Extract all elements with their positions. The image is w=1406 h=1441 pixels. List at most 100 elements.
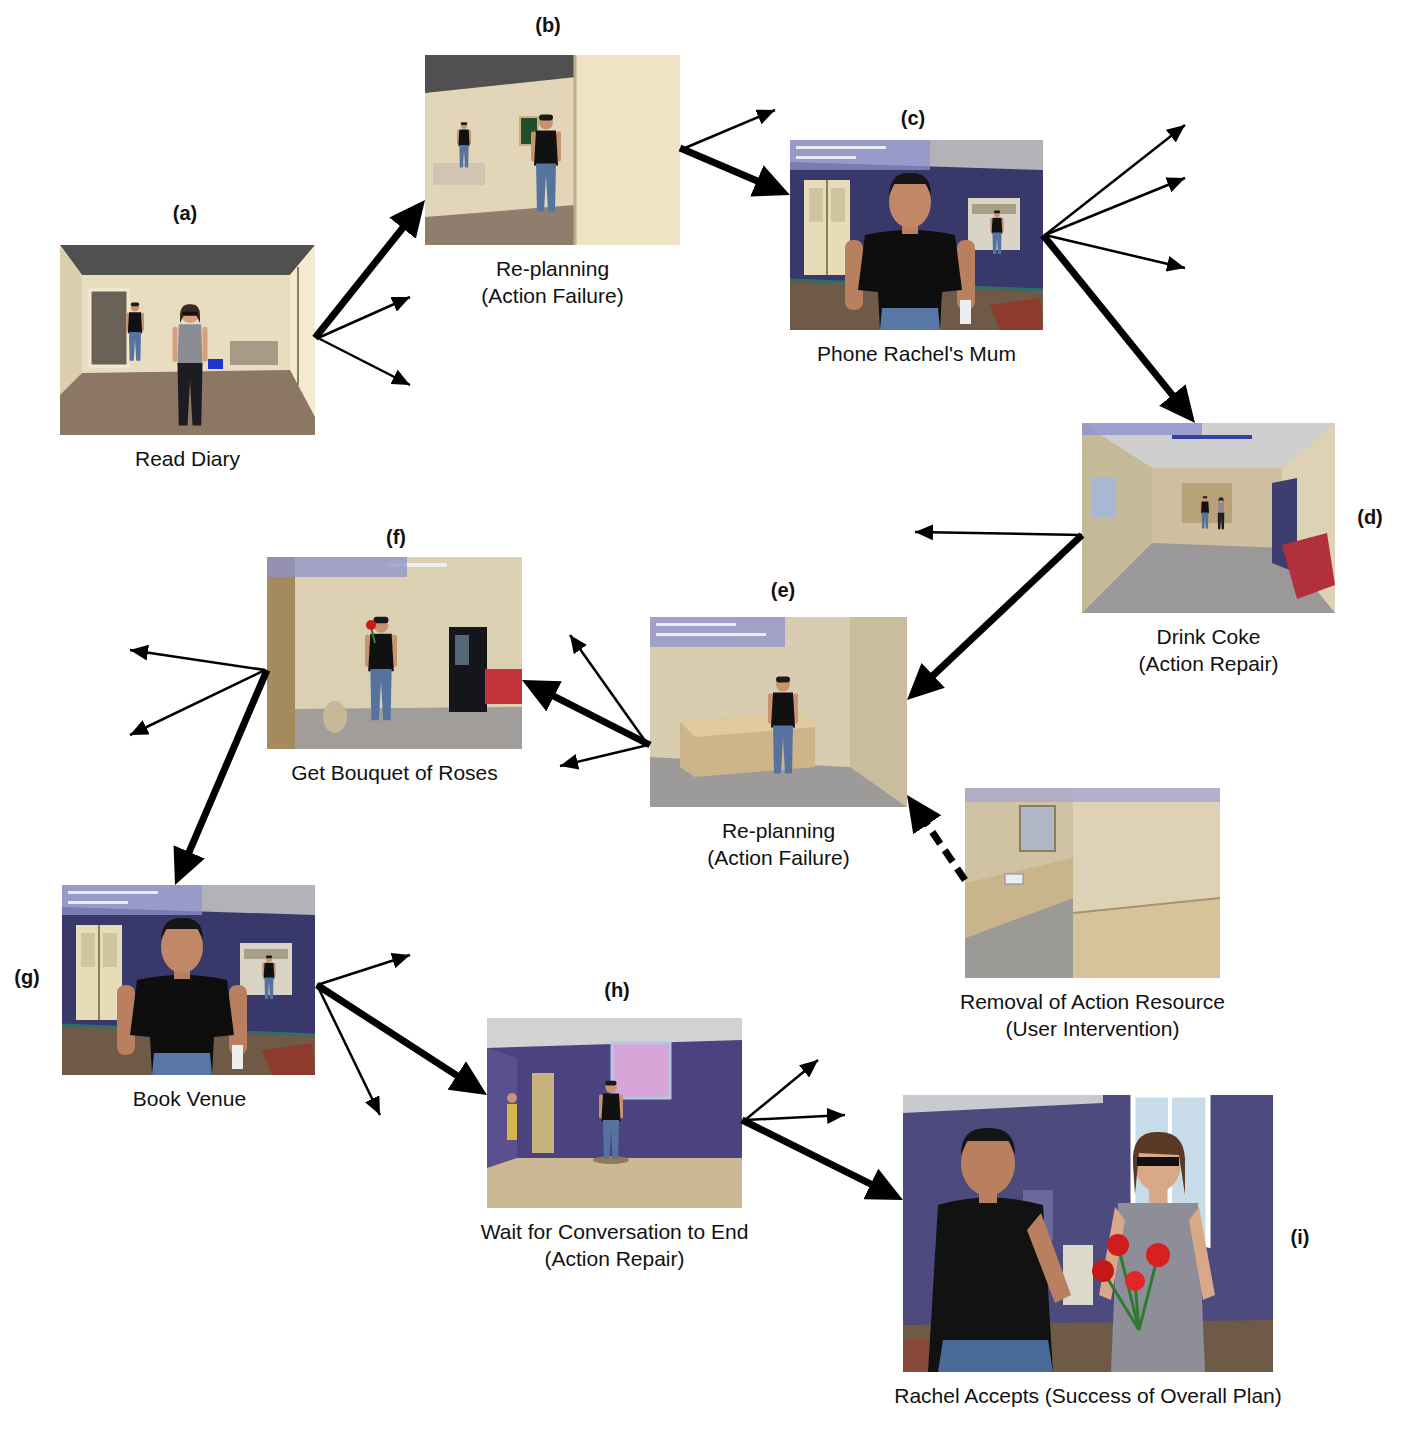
scene-read-diary-part (90, 290, 128, 366)
scene-roses (267, 557, 522, 749)
scene-roses-part (323, 701, 347, 733)
panel-letter: (b) (526, 13, 570, 37)
panel-letter: (h) (595, 978, 639, 1002)
panel-letter: (a) (163, 201, 207, 225)
scene-wait-part (593, 1156, 629, 1164)
scene-roses-part (455, 635, 469, 665)
screenshot-panel: (b)Re-planning (Action Failure) (425, 55, 680, 309)
panel-caption: Book Venue (62, 1085, 317, 1112)
screenshot-panel: Removal of Action Resource (User Interve… (965, 788, 1220, 1042)
screenshot-panel: (e)Re-planning (Action Failure) (650, 617, 907, 871)
scene-book-venue (62, 885, 315, 1075)
scene-read-diary-part (60, 245, 315, 275)
scene-roses-part (267, 557, 295, 749)
scene-removal-part (965, 788, 1220, 802)
plan-arrow (1043, 235, 1186, 412)
scene-rachel-accepts (903, 1095, 1273, 1372)
panel-caption: Phone Rachel's Mum (790, 340, 1043, 367)
panel-letter: (c) (891, 106, 935, 130)
scene-replanning-part (531, 115, 561, 212)
scene-replanning-part (574, 55, 577, 245)
scene-read-diary-part (90, 290, 128, 366)
panel-letter: (f) (374, 525, 418, 549)
scene-replanning-desk (650, 617, 907, 807)
plan-arrow (317, 985, 475, 1087)
scene-replanning-part (425, 55, 595, 93)
scene-book-venue-part (62, 885, 315, 1075)
alternative-branches-part (560, 745, 648, 766)
scene-replanning-part (575, 55, 680, 245)
scene-drink-coke (1082, 423, 1335, 613)
scene-removal-part (1005, 874, 1023, 884)
scene-rachel-accepts-part (1092, 1260, 1114, 1282)
panel-letter: (e) (761, 578, 805, 602)
screenshot-panel: (f)Get Bouquet of Roses (267, 557, 522, 786)
plan-arrow (680, 148, 777, 189)
scene-rachel-accepts-part (1107, 1234, 1129, 1256)
scene-wait-part (487, 1048, 517, 1168)
scene-drink-coke-part (1082, 423, 1202, 435)
scene-rachel-accepts-part (1133, 1132, 1185, 1195)
intervention-arrow (915, 807, 965, 880)
scene-wait-part (507, 1104, 517, 1140)
screenshot-panel: (i)Rachel Accepts (Success of Overall Pl… (903, 1095, 1273, 1409)
scene-read-diary-part (297, 267, 299, 385)
alternative-branches-part (685, 110, 775, 148)
scene-wait-part (612, 1043, 670, 1098)
screenshot-panel: (h)Wait for Conversation to End (Action … (487, 1018, 742, 1272)
scene-replanning-part (457, 122, 471, 167)
panel-caption: Removal of Action Resource (User Interve… (945, 988, 1240, 1042)
scene-rachel-accepts-part (1189, 1207, 1215, 1300)
scene-removal-part (1020, 806, 1055, 851)
scene-drink-coke-part (1092, 478, 1116, 518)
scene-wait-part (532, 1073, 554, 1153)
scene-wait (487, 1018, 742, 1208)
alternative-branches-part (915, 532, 1082, 535)
plan-arrow (742, 1120, 890, 1194)
scene-rachel-accepts-part (903, 1095, 1103, 1113)
scene-phone-part (790, 140, 1043, 330)
scene-removal-part (1073, 898, 1220, 913)
scene-phone (790, 140, 1043, 330)
alternative-branches (130, 110, 1185, 1120)
scene-replanning-part (425, 55, 680, 245)
scene-roses-part (485, 669, 522, 704)
panel-caption: Get Bouquet of Roses (267, 759, 522, 786)
scene-removal-part (1073, 898, 1220, 978)
scene-read-diary-part (60, 245, 315, 435)
panel-caption: Re-planning (Action Failure) (470, 255, 635, 309)
scene-replanning-desk-part (656, 633, 766, 636)
scene-drink-coke-part (1172, 435, 1252, 439)
scene-read-diary-part (230, 341, 278, 365)
scene-roses-part (366, 620, 376, 630)
alternative-branches-part (318, 338, 410, 385)
scene-wait-part (487, 1158, 742, 1208)
scene-replanning-desk-part (656, 623, 736, 626)
scene-replanning-desk-part (650, 617, 785, 647)
panel-caption: Drink Coke (Action Repair) (1129, 623, 1289, 677)
scene-replanning-desk-part (650, 617, 907, 807)
panel-letter: (i) (1278, 1225, 1322, 1249)
scene-read-diary-part (173, 304, 208, 425)
screenshot-panel: (c)Phone Rachel's Mum (790, 140, 1043, 367)
scene-rachel-accepts-part (1137, 1157, 1179, 1166)
scene-roses-part (267, 557, 407, 577)
plan-arrow (917, 535, 1082, 690)
scene-removal (965, 788, 1220, 978)
scene-drink-coke-part (1216, 497, 1225, 529)
scene-rachel-accepts-part (1027, 1213, 1071, 1303)
alternative-branches-part (317, 955, 410, 985)
scene-roses-part (449, 627, 487, 712)
scene-removal-part (965, 788, 1220, 978)
plan-arrow (534, 686, 650, 745)
scene-wait-part (599, 1081, 623, 1159)
panel-caption: Wait for Conversation to End (Action Rep… (465, 1218, 765, 1272)
alternative-branches-part (570, 635, 648, 745)
panel-caption: Rachel Accepts (Success of Overall Plan) (878, 1382, 1298, 1409)
scene-wait-part (487, 1018, 742, 1208)
alternative-branches-part (1045, 178, 1185, 235)
scene-replanning-part (433, 163, 485, 185)
panel-caption: Re-planning (Action Failure) (696, 817, 861, 871)
